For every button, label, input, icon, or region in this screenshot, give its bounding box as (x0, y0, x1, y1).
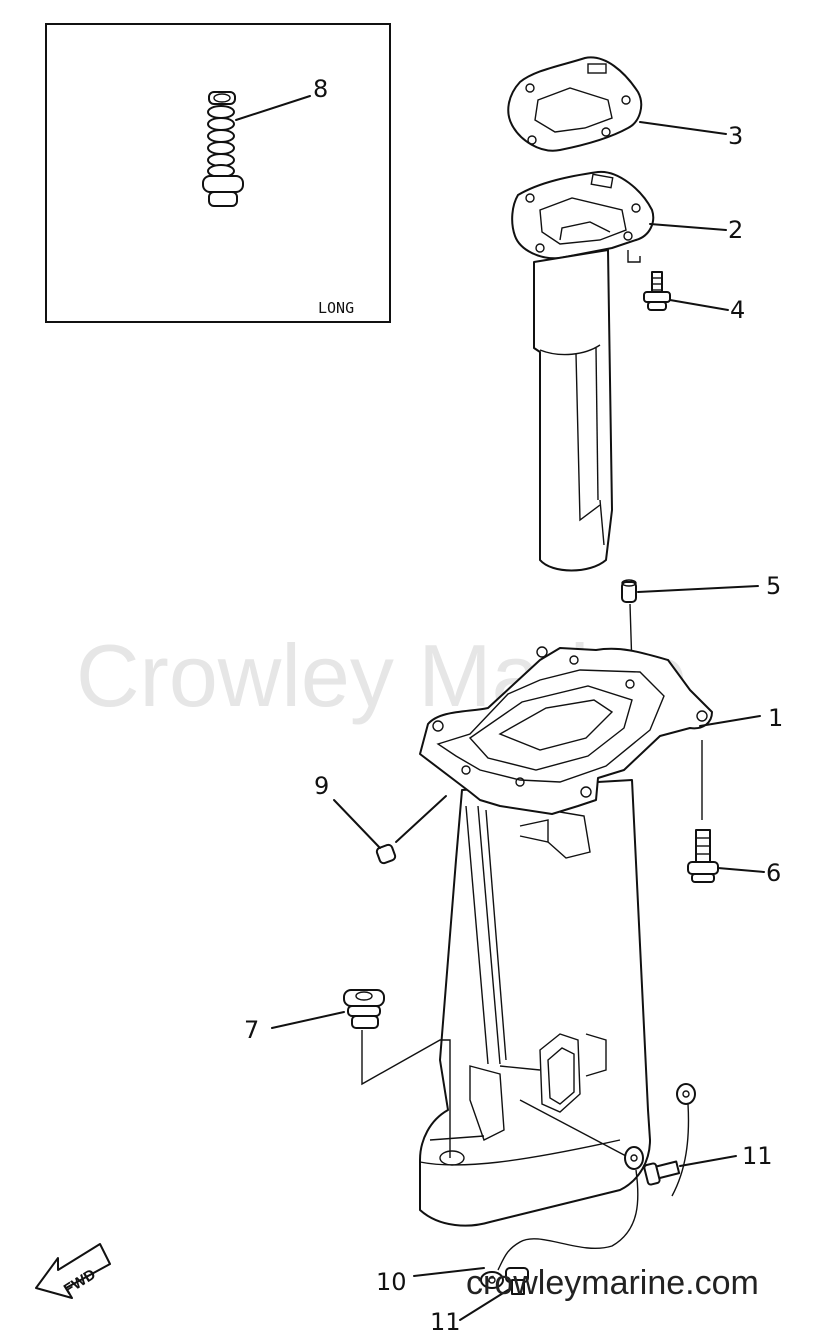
part-5-dowel-pin (621, 579, 637, 603)
callout-2: 2 (728, 216, 743, 244)
part-4-bolt (643, 271, 671, 311)
callout-8: 8 (313, 75, 328, 103)
callout-6: 6 (766, 859, 781, 887)
inset-long-label: LONG (318, 299, 354, 317)
callout-7: 7 (244, 1016, 259, 1044)
callout-1: 1 (768, 704, 783, 732)
inset-long-box: LONG 8 (45, 23, 391, 323)
callout-11-upper: 11 (742, 1142, 773, 1170)
part-3-gasket (507, 56, 643, 152)
ground-lead-assembly (480, 1083, 696, 1289)
part-1-upper-casing (419, 646, 713, 1227)
callout-5: 5 (766, 572, 781, 600)
callout-11-lower: 11 (430, 1308, 461, 1336)
part-8-long-grommet (202, 91, 244, 207)
part-2-exhaust-guide (511, 170, 655, 572)
part-6-bolt (687, 829, 719, 883)
forward-direction-arrow: FWD (35, 1243, 111, 1299)
callout-4: 4 (730, 296, 745, 324)
callout-3: 3 (728, 122, 743, 150)
callout-10: 10 (376, 1268, 407, 1296)
website-url: crowleymarine.com (466, 1264, 759, 1302)
part-11-bolt-upper (643, 1160, 681, 1186)
part-11-bolt-lower (505, 1267, 529, 1295)
callout-9: 9 (314, 772, 329, 800)
part-9-plug (375, 843, 397, 865)
part-7-grommet (343, 989, 385, 1029)
